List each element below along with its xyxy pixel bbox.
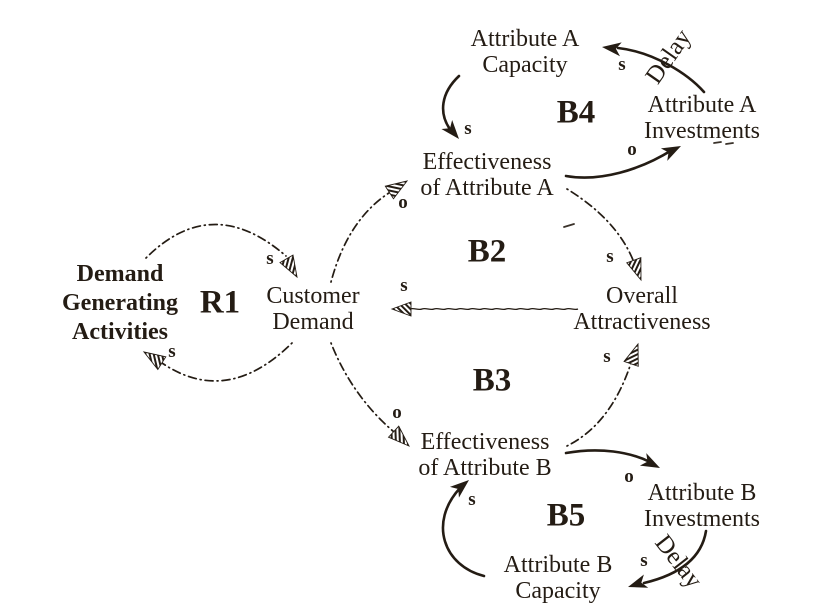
arc-customer-demand-to-activities (161, 342, 293, 382)
node-line: Attribute A (470, 26, 580, 52)
arc-effectiveness-a-to-attribute-a-investments (564, 148, 674, 179)
node-overall-attractiveness: Overall Attractiveness (573, 283, 710, 335)
polarity-s-capacity-b-to-effectiveness-b: s (468, 489, 476, 510)
node-line: Investments (644, 506, 760, 532)
node-effectiveness-of-attribute-b: Effectiveness of Attribute B (418, 429, 551, 481)
arrowhead-capacity-b-to-effectiveness-b-icon (449, 480, 469, 498)
arc-attribute-b-capacity-to-effectiveness-b (441, 486, 486, 578)
loop-label-b3: B3 (472, 362, 512, 399)
node-customer-demand: Customer Demand (266, 283, 359, 335)
node-line: Attractiveness (573, 309, 711, 335)
scan-artifact (725, 142, 734, 145)
node-line: of Attribute B (418, 455, 552, 481)
polarity-s-r1-top: s (266, 248, 274, 269)
arrowhead-overall-to-customer-demand-icon (390, 301, 412, 317)
arrowhead-capacity-a-to-effectiveness-a-icon (441, 119, 459, 139)
arrowhead-effectiveness-b-to-investments-b-icon (639, 453, 660, 468)
polarity-s-effectiveness-b-to-overall: s (603, 346, 611, 367)
node-line: Effectiveness (422, 149, 552, 175)
arc-customer-demand-to-effectiveness-b (330, 342, 395, 433)
arrowhead-effectiveness-b-to-overall-icon (623, 342, 639, 367)
loop-label-r1: R1 (199, 284, 241, 321)
node-line: Attribute B (647, 480, 757, 506)
node-line: Capacity (515, 578, 601, 604)
arrowhead-customer-demand-to-effectiveness-a-icon (384, 180, 409, 200)
scan-artifact (563, 223, 575, 228)
loop-label-b2: B2 (467, 233, 507, 270)
polarity-o-customer-demand-to-effectiveness-a: o (398, 192, 408, 213)
arc-effectiveness-b-to-overall-attractiveness (566, 362, 632, 447)
node-line: Demand (76, 261, 164, 287)
polarity-s-effectiveness-a-to-overall: s (606, 246, 614, 267)
node-attribute-a-investments: Attribute A Investments (644, 92, 760, 144)
arc-effectiveness-a-to-overall-attractiveness (566, 188, 634, 261)
node-line: Capacity (482, 52, 568, 78)
arc-customer-demand-to-effectiveness-a (330, 190, 393, 283)
node-line: Demand (272, 309, 354, 335)
arrowhead-activities-to-customer-demand-icon (279, 254, 298, 279)
node-effectiveness-of-attribute-a: Effectiveness of Attribute A (420, 149, 553, 201)
arrowhead-investments-a-to-capacity-a-icon (602, 42, 622, 57)
scan-artifact (713, 141, 722, 144)
polarity-s-r1-bottom: s (168, 341, 176, 362)
arrowhead-customer-demand-to-effectiveness-b-icon (387, 425, 410, 447)
arc-attribute-b-investments-to-capacity-b (642, 529, 708, 585)
node-line: Effectiveness (420, 429, 550, 455)
arrowhead-effectiveness-a-to-overall-icon (626, 257, 642, 282)
node-line: Overall (606, 283, 678, 309)
polarity-s-capacity-a-to-effectiveness-a: s (464, 118, 472, 139)
node-attribute-b-investments: Attribute B Investments (644, 480, 760, 532)
polarity-s-investments-b-to-capacity-b: s (640, 550, 648, 571)
polarity-o-customer-demand-to-effectiveness-b: o (392, 402, 402, 423)
arc-overall-attractiveness-to-customer-demand (409, 307, 579, 311)
polarity-o-effectiveness-a-to-investments-a: o (627, 139, 637, 160)
arc-effectiveness-b-to-attribute-b-investments (564, 449, 652, 464)
node-line: Attribute B (503, 552, 613, 578)
arc-attribute-a-investments-to-capacity-a (616, 46, 706, 94)
arrowhead-effectiveness-a-to-investments-a-icon (660, 146, 681, 161)
node-line: of Attribute A (420, 175, 554, 201)
node-line: Attribute A (647, 92, 757, 118)
node-demand-generating-activities: Demand Generating Activities (62, 260, 178, 347)
node-line: Generating (62, 290, 178, 316)
node-line: Customer (266, 283, 360, 309)
polarity-o-effectiveness-b-to-investments-b: o (624, 466, 634, 487)
node-attribute-a-capacity: Attribute A Capacity (471, 26, 580, 78)
polarity-s-overall-to-customer-demand: s (400, 275, 408, 296)
arc-activities-to-customer-demand (145, 223, 287, 259)
arc-attribute-a-capacity-to-effectiveness-a (441, 74, 461, 134)
loop-label-b5: B5 (546, 497, 586, 534)
polarity-s-investments-a-to-capacity-a: s (618, 54, 626, 75)
loop-label-b4: B4 (556, 94, 596, 131)
arrowhead-investments-b-to-capacity-b-icon (628, 574, 649, 588)
node-attribute-b-capacity: Attribute B Capacity (504, 552, 613, 604)
node-line: Investments (644, 118, 760, 144)
node-line: Activities (72, 319, 168, 345)
arrowhead-customer-demand-to-activities-icon (142, 351, 167, 371)
